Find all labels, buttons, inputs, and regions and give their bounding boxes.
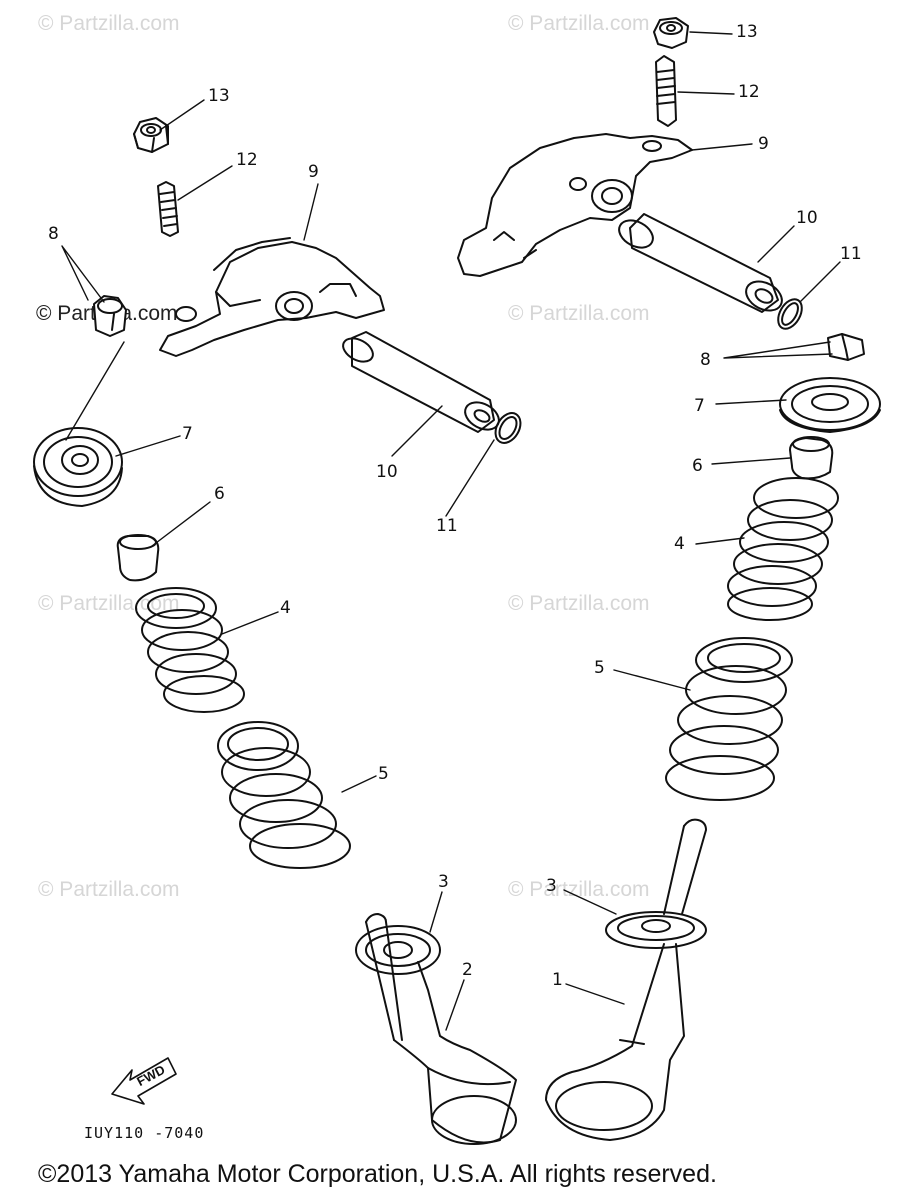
valve-seal-6-left <box>116 534 160 582</box>
callout-3-right: 3 <box>546 876 557 896</box>
callout-7-left: 7 <box>182 424 193 444</box>
callout-12-right: 12 <box>738 82 760 102</box>
callout-8-right: 8 <box>700 350 711 370</box>
copyright-notice: ©2013 Yamaha Motor Corporation, U.S.A. A… <box>38 1160 717 1188</box>
outer-spring-5-left <box>217 721 351 869</box>
collet-8-right <box>827 333 865 361</box>
callout-10-right: 10 <box>796 208 818 228</box>
callout-5-right: 5 <box>594 658 605 678</box>
callout-6-left: 6 <box>214 484 225 504</box>
rocker-arm-9-right <box>457 133 693 277</box>
valve-seat-3-right <box>605 911 707 949</box>
callout-12-left: 12 <box>236 150 258 170</box>
collet-8-left <box>93 295 127 337</box>
callout-6-right: 6 <box>692 456 703 476</box>
retainer-7-right <box>779 377 881 433</box>
callout-7-right: 7 <box>694 396 705 416</box>
callout-1-right: 1 <box>552 970 563 990</box>
callout-4-left: 4 <box>280 598 291 618</box>
inner-spring-4-right <box>727 477 839 621</box>
callout-8-left: 8 <box>48 224 59 244</box>
watermark: © Partzilla.com <box>508 878 650 901</box>
callout-3-left: 3 <box>438 872 449 892</box>
diagram-code: IUY110 -7040 <box>84 1124 205 1142</box>
watermark: © Partzilla.com <box>508 592 650 615</box>
valve-2-left <box>365 913 517 1145</box>
callout-4-right: 4 <box>674 534 685 554</box>
watermark: © Partzilla.com <box>508 12 650 35</box>
callout-13-left: 13 <box>208 86 230 106</box>
rocker-shaft-10-right <box>618 213 783 313</box>
watermark: © Partzilla.com <box>38 12 180 35</box>
watermark: © Partzilla.com <box>38 592 180 615</box>
fwd-arrow-icon <box>111 1057 177 1105</box>
o-ring-11-right <box>777 298 803 330</box>
valve-seal-6-right <box>789 436 834 480</box>
stud-12-right <box>655 55 677 127</box>
valve-1-right <box>545 818 707 1141</box>
callout-13-right: 13 <box>736 22 758 42</box>
callout-9-left: 9 <box>308 162 319 182</box>
nut-13-right <box>653 17 689 49</box>
outer-spring-5-right <box>665 637 793 801</box>
callout-11-right: 11 <box>840 244 862 264</box>
callout-10-left: 10 <box>376 462 398 482</box>
leader-lines <box>61 31 841 1031</box>
callout-2-left: 2 <box>462 960 473 980</box>
retainer-7-left <box>33 427 123 507</box>
callout-5-left: 5 <box>378 764 389 784</box>
nut-13-left <box>133 117 169 153</box>
callout-11-left: 11 <box>436 516 458 536</box>
stud-12-left <box>157 181 179 237</box>
inner-spring-4-left <box>135 587 245 713</box>
rocker-arm-9-left <box>159 237 385 357</box>
callout-9-right: 9 <box>758 134 769 154</box>
o-ring-11-left <box>494 412 522 444</box>
watermark: © Partzilla.com <box>508 302 650 325</box>
watermark: © Partzilla.com <box>38 878 180 901</box>
rocker-shaft-10-left <box>342 331 500 433</box>
